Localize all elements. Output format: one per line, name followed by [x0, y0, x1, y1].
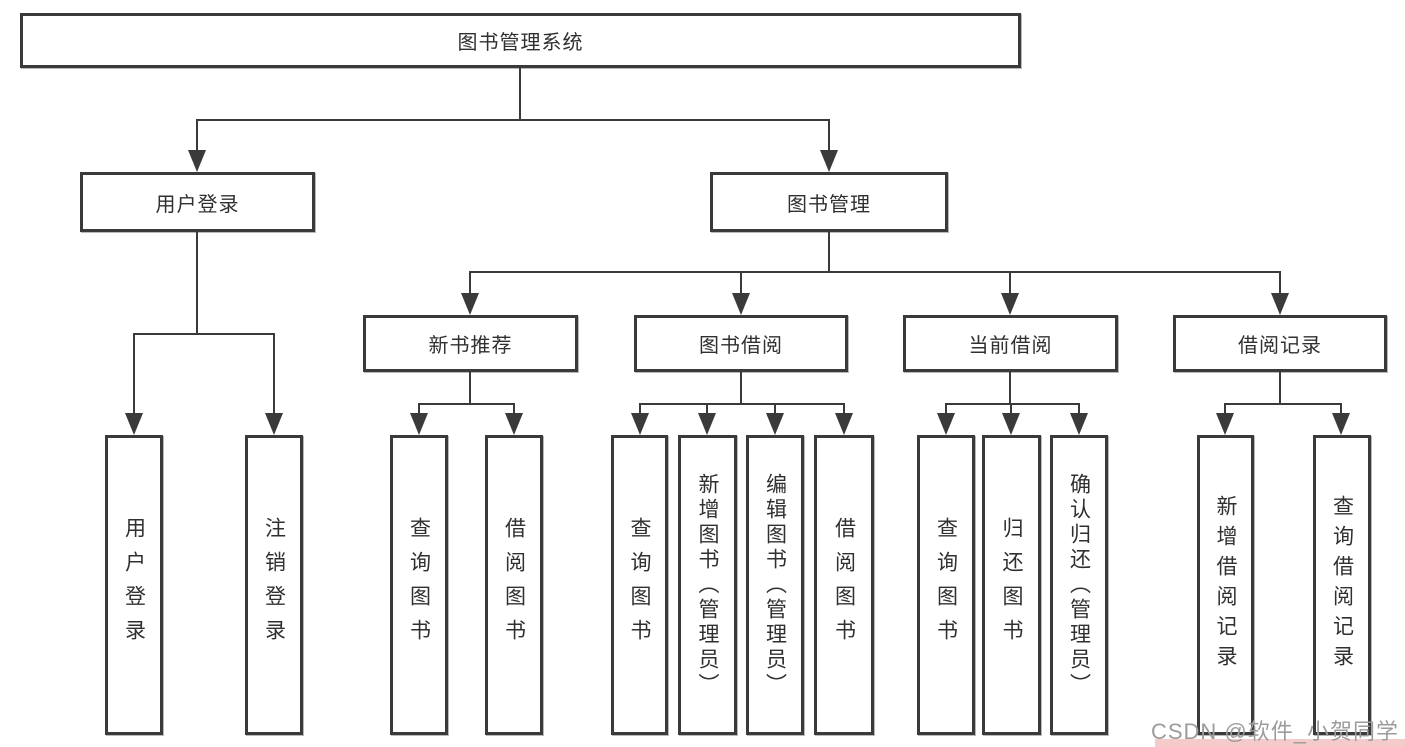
edge-arrowhead-icon [461, 293, 479, 315]
leaf-label: 新增借阅记录 [1214, 495, 1237, 675]
edge-line [133, 333, 135, 417]
leaf-label: 查询图书 [934, 517, 958, 653]
leaf-label: 新增图书（管理员） [696, 472, 719, 698]
edge-arrowhead-icon [1002, 413, 1020, 435]
leaf-confirm-return-admin: 确认归还（管理员） [1050, 435, 1108, 735]
edge-arrowhead-icon [1070, 413, 1088, 435]
leaf-add-books-admin: 新增图书（管理员） [678, 435, 737, 735]
edge-line [519, 68, 521, 121]
edge-line [706, 403, 708, 417]
leaf-label: 查询图书 [628, 517, 651, 653]
edge-line [740, 271, 742, 297]
edge-line [1224, 403, 1342, 405]
edge-line [273, 333, 275, 417]
edge-arrowhead-icon [125, 413, 143, 435]
edge-line [469, 372, 471, 405]
edge-arrowhead-icon [505, 413, 523, 435]
accent-strip [1155, 739, 1405, 747]
leaf-newbook-borrow-books: 借阅图书 [485, 435, 543, 735]
edge-line [1279, 271, 1281, 297]
leaf-current-query-books: 查询图书 [917, 435, 975, 735]
edge-arrowhead-icon [1332, 413, 1350, 435]
edge-arrowhead-icon [410, 413, 428, 435]
leaf-user-login: 用户登录 [105, 435, 163, 735]
leaf-label: 借阅图书 [502, 517, 526, 653]
edge-line [133, 333, 275, 335]
edge-line [639, 403, 845, 405]
node-borrowing-records: 借阅记录 [1173, 315, 1387, 372]
leaf-label: 编辑图书（管理员） [763, 472, 787, 698]
edge-line [418, 403, 515, 405]
edge-arrowhead-icon [1216, 413, 1234, 435]
edge-line [418, 403, 420, 417]
edge-arrowhead-icon [1001, 293, 1019, 315]
edge-line [469, 271, 1281, 273]
edge-arrowhead-icon [1271, 293, 1289, 315]
leaf-label: 查询图书 [407, 517, 431, 653]
edge-line [469, 271, 471, 297]
edge-line [1340, 403, 1342, 417]
watermark-text: CSDN @软件_小贺同学 [1150, 719, 1399, 744]
edge-arrowhead-icon [820, 150, 838, 172]
edge-line [828, 119, 830, 155]
edge-line [196, 119, 198, 155]
leaf-newbook-query-books: 查询图书 [390, 435, 448, 735]
edge-line [196, 232, 198, 335]
leaf-label: 注销登录 [262, 517, 286, 653]
node-book-borrowing: 图书借阅 [634, 315, 848, 372]
edge-line [828, 232, 830, 273]
edge-line [843, 403, 845, 417]
edge-line [1009, 271, 1011, 297]
edge-line [196, 119, 830, 121]
edge-line [740, 372, 742, 405]
edge-line [1224, 403, 1226, 417]
leaf-label: 确认归还（管理员） [1067, 472, 1091, 698]
node-new-book-recommend: 新书推荐 [363, 315, 578, 372]
leaf-logout: 注销登录 [245, 435, 303, 735]
leaf-label: 用户登录 [122, 517, 146, 653]
leaf-borrow-books: 借阅图书 [814, 435, 874, 735]
leaf-return-books: 归还图书 [982, 435, 1041, 735]
leaf-borrowing-query-books: 查询图书 [611, 435, 668, 735]
leaf-edit-books-admin: 编辑图书（管理员） [746, 435, 804, 735]
edge-arrowhead-icon [835, 413, 853, 435]
edge-line [513, 403, 515, 417]
edge-arrowhead-icon [766, 413, 784, 435]
edge-line [945, 403, 947, 417]
leaf-label: 查询借阅记录 [1330, 495, 1354, 675]
edge-arrowhead-icon [732, 293, 750, 315]
edge-line [774, 403, 776, 417]
leaf-label: 借阅图书 [832, 517, 856, 653]
edge-line [639, 403, 641, 417]
edge-line [1010, 403, 1012, 417]
edge-arrowhead-icon [698, 413, 716, 435]
edge-line [1009, 372, 1011, 405]
edge-arrowhead-icon [188, 150, 206, 172]
node-user-login: 用户登录 [80, 172, 315, 232]
edge-arrowhead-icon [265, 413, 283, 435]
leaf-add-borrow-record: 新增借阅记录 [1197, 435, 1254, 735]
node-root: 图书管理系统 [20, 13, 1021, 68]
edge-line [1078, 403, 1080, 417]
edge-line [945, 403, 1080, 405]
edge-arrowhead-icon [631, 413, 649, 435]
node-current-borrowing: 当前借阅 [903, 315, 1118, 372]
edge-arrowhead-icon [937, 413, 955, 435]
node-book-management: 图书管理 [710, 172, 948, 232]
leaf-label: 归还图书 [1000, 517, 1023, 653]
edge-line [1279, 372, 1281, 405]
leaf-query-borrow-record: 查询借阅记录 [1313, 435, 1371, 735]
